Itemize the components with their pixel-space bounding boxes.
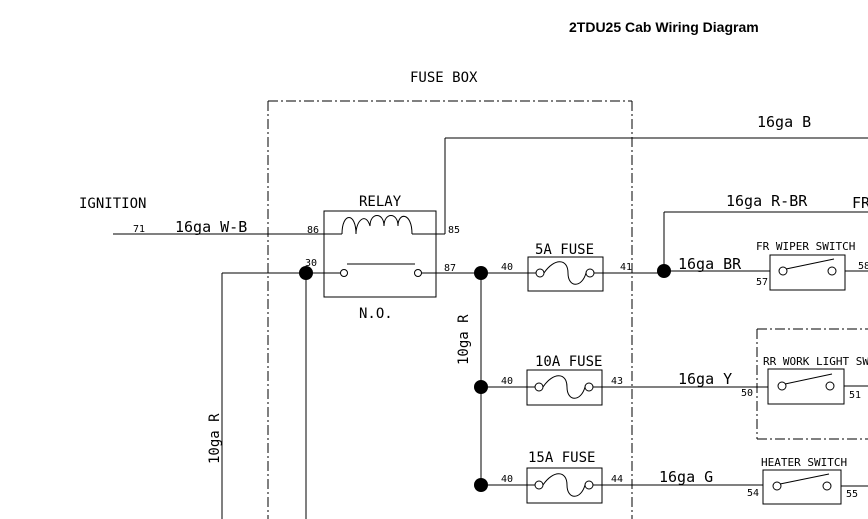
fr-wiper-switch-pin-in: 57: [756, 277, 768, 288]
fr-wiper-switch-blade: [785, 258, 835, 270]
relay-pin-86: 86: [307, 225, 319, 236]
wire-16ga-b-label: 16ga B: [757, 113, 811, 131]
rr-work-light-switch-box: [767, 368, 845, 405]
heater-switch-box: [762, 469, 842, 505]
wire-16ga-y-label: 16ga Y: [678, 370, 732, 388]
fuse-box-label: FUSE BOX: [410, 70, 478, 86]
fuse-5a-terminal-out: [585, 268, 595, 278]
fuse-15a-terminal-in: [534, 480, 544, 490]
fuse-10a-box: [526, 369, 603, 406]
heater-switch-pin-in: 54: [747, 488, 759, 499]
rr-work-light-switch-pin-out: 51: [849, 390, 861, 401]
fuse-5a-box: [527, 256, 604, 292]
fr-wiper-switch-box: [769, 254, 846, 291]
rr-work-light-switch-pin-in: 50: [741, 388, 753, 399]
rr-work-light-switch-contact-out: [825, 381, 835, 391]
relay-pin-85: 85: [448, 225, 460, 236]
fuse-15a-pin-in: 40: [501, 474, 513, 485]
rr-work-light-switch-label: RR WORK LIGHT SW: [763, 355, 868, 368]
fuse-10a-terminal-in: [534, 382, 544, 392]
junction-30: [299, 266, 313, 280]
diagram-title: 2TDU25 Cab Wiring Diagram: [569, 19, 759, 35]
fuse-10a-terminal-out: [584, 382, 594, 392]
fr-wiper-switch-contact-in: [778, 266, 788, 276]
fuse-5a-terminal-in: [535, 268, 545, 278]
relay-label: RELAY: [359, 194, 402, 210]
relay-contact-87: [414, 269, 422, 277]
relay-pin-87: 87: [444, 263, 456, 274]
fr-wiper-switch-contact-out: [827, 266, 837, 276]
fuse-15a-label: 15A FUSE: [528, 450, 595, 466]
heater-switch-pin-out: 55: [846, 489, 858, 500]
relay-box: [323, 210, 437, 298]
fuse-5a-icon: [543, 261, 587, 285]
fuse-10a-label: 10A FUSE: [535, 354, 602, 370]
rr-work-light-switch-blade: [784, 373, 833, 385]
heater-switch-label: HEATER SWITCH: [761, 456, 847, 469]
feed-wire-label: 10ga R: [207, 413, 223, 464]
fuse-10a-icon: [542, 375, 586, 399]
fuse-5a-pin-in: 40: [501, 262, 513, 273]
fr-wiper-switch-pin-out: 58: [858, 261, 868, 272]
fuse-5a-label: 5A FUSE: [535, 242, 594, 258]
wire-16ga-g-label: 16ga G: [659, 468, 713, 486]
fuse-5a-pin-out: 41: [620, 262, 632, 273]
heater-switch-contact-out: [822, 481, 832, 491]
heater-switch-blade: [779, 473, 830, 485]
fuse-15a-pin-out: 44: [611, 474, 623, 485]
fr-wiper-switch-label: FR WIPER SWITCH: [756, 240, 855, 253]
relay-type: N.O.: [359, 306, 393, 322]
wire-16ga-br-label: 16ga BR: [678, 255, 742, 273]
fuse-15a-box: [526, 467, 603, 504]
fuse-15a-icon: [542, 473, 586, 497]
rr-work-light-switch-contact-in: [777, 381, 787, 391]
fuse-15a-terminal-out: [584, 480, 594, 490]
bus-wire-label: 10ga R: [456, 314, 472, 365]
heater-switch-contact-in: [772, 481, 782, 491]
ignition-label: IGNITION: [79, 196, 146, 212]
fuse-10a-pin-in: 40: [501, 376, 513, 387]
relay-coil-icon: [341, 215, 413, 235]
ignition-pin: 71: [133, 224, 145, 235]
wire-cut-label: FR: [852, 194, 868, 212]
relay-contact-30: [340, 269, 348, 277]
wire-16ga-r-br-label: 16ga R-BR: [726, 192, 808, 210]
relay-pin-30: 30: [305, 258, 317, 269]
fuse-10a-pin-out: 43: [611, 376, 623, 387]
ignition-wire-label: 16ga W-B: [175, 218, 247, 236]
